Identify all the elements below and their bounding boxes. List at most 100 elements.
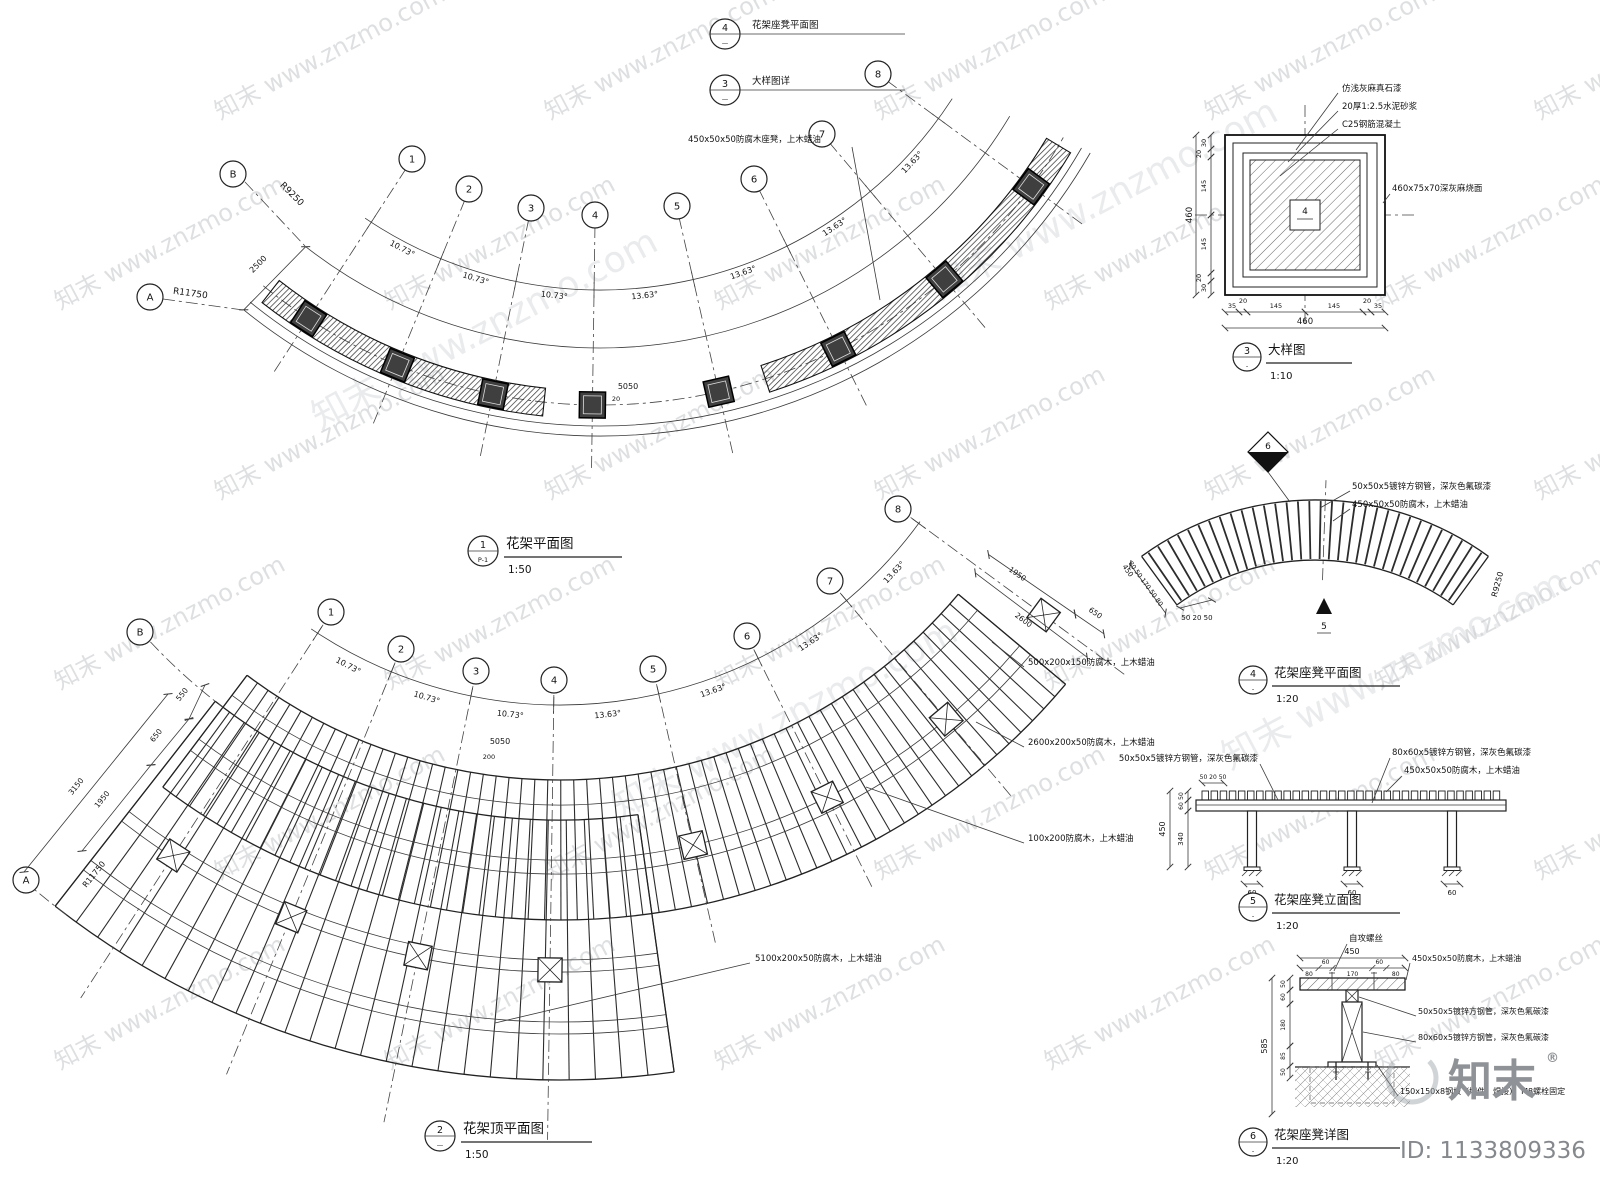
seat-rail xyxy=(1195,799,1507,812)
bench-node-detail: 自攻螺丝 450 80 60 170 60 80 50 60 180 85 50… xyxy=(1238,933,1565,1167)
svg-text:知末 www.znzmo.com: 知末 www.znzmo.com xyxy=(1530,740,1600,885)
section-line xyxy=(1322,480,1327,581)
svg-text:50x50x5镀锌方钢管，深灰色氟碳漆: 50x50x5镀锌方钢管，深灰色氟碳漆 xyxy=(1119,753,1259,764)
svg-text:340: 340 xyxy=(1177,832,1185,845)
chain-labels: 80 60 170 60 80 xyxy=(1305,959,1400,978)
brand-corner: 知末 ® ID: 1133809336 xyxy=(1385,1051,1586,1164)
footing-outline xyxy=(1309,1066,1395,1104)
concrete-edge xyxy=(1242,152,1368,278)
svg-text:知末 www.znzmo.com: 知末 www.znzmo.com xyxy=(50,170,290,315)
title-det3: 3- 大样图 1:10 xyxy=(1232,342,1352,382)
svg-text:知末 www.znzmo.com: 知末 www.znzmo.com xyxy=(1370,930,1600,1075)
svg-text:585: 585 xyxy=(1260,1038,1269,1053)
svg-text:花架座凳详图: 花架座凳详图 xyxy=(1274,1127,1349,1142)
svg-text:50x50x5镀锌方钢管，深灰色氟碳漆: 50x50x5镀锌方钢管，深灰色氟碳漆 xyxy=(1352,481,1492,492)
dim-450-label: 450 xyxy=(1344,947,1359,956)
svg-text:145: 145 xyxy=(1328,302,1340,310)
grid-bubble-6: 6 xyxy=(740,165,768,193)
svg-text:60: 60 xyxy=(1280,993,1287,1001)
left-dims: 30 20 145 145 20 30 460 xyxy=(1185,131,1215,299)
grid-bubble-B: B xyxy=(219,160,247,188)
svg-text:550: 550 xyxy=(174,686,190,703)
elev-notes: 50x50x5镀锌方钢管，深灰色氟碳漆 80x60x5镀锌方钢管，深灰色氟碳漆 … xyxy=(1119,747,1532,804)
title-det4: 4- 花架座凳平面图 1:20 xyxy=(1238,665,1400,705)
svg-text:—: — xyxy=(722,39,729,47)
svg-text:20: 20 xyxy=(1195,274,1203,282)
svg-text:P-1: P-1 xyxy=(478,556,488,564)
seat-plank-section xyxy=(1299,977,1406,991)
svg-text:5: 5 xyxy=(1250,896,1256,907)
svg-text:8: 8 xyxy=(895,505,901,516)
svg-text:4: 4 xyxy=(551,676,557,687)
grid-bubble-2: 2 xyxy=(387,635,415,663)
svg-text:-: - xyxy=(1246,362,1249,370)
svg-text:花架平面图: 花架平面图 xyxy=(506,536,574,552)
svg-text:花架顶平面图: 花架顶平面图 xyxy=(463,1121,544,1137)
grid-bubble-5: 5 xyxy=(639,655,667,683)
svg-text:100x200防腐木，上木蜡油: 100x200防腐木，上木蜡油 xyxy=(1028,833,1133,844)
svg-text:花架座凳平面图: 花架座凳平面图 xyxy=(1274,665,1362,680)
svg-text:2: 2 xyxy=(437,1125,443,1136)
svg-text:50: 50 xyxy=(1178,792,1185,800)
svg-text:8: 8 xyxy=(875,70,881,81)
asset-id: ID: 1133809336 xyxy=(1400,1138,1586,1164)
dim-20: 20 xyxy=(612,395,620,403)
svg-text:450: 450 xyxy=(1158,821,1167,836)
svg-text:170: 170 xyxy=(1347,971,1359,978)
base-plate xyxy=(1327,1061,1377,1068)
svg-text:2: 2 xyxy=(466,185,472,196)
svg-text:450x50x50防腐木，上木蜡油: 450x50x50防腐木，上木蜡油 xyxy=(1404,765,1520,776)
brand-registered-mark: ® xyxy=(1546,1051,1559,1066)
svg-text:650: 650 xyxy=(1087,605,1104,621)
svg-text:5: 5 xyxy=(650,665,656,676)
svg-text:20: 20 xyxy=(1239,297,1247,305)
svg-text:1: 1 xyxy=(480,540,486,551)
svg-text:3: 3 xyxy=(528,204,534,215)
svg-text:60: 60 xyxy=(1348,889,1357,897)
left-dims: 50 60 180 85 50 585 xyxy=(1260,974,1294,1118)
svg-text:10.73°: 10.73° xyxy=(496,709,524,721)
svg-text:10.73°: 10.73° xyxy=(462,270,490,286)
svg-text:10.73°: 10.73° xyxy=(334,656,362,676)
grid-bubble-A: A xyxy=(12,866,40,894)
svg-text:A: A xyxy=(147,293,154,304)
svg-text:3150: 3150 xyxy=(67,776,86,797)
top-dim-label: 50 20 50 xyxy=(1200,774,1227,781)
svg-text:2600x200x50防腐木，上木蜡油: 2600x200x50防腐木，上木蜡油 xyxy=(1028,737,1155,748)
svg-text:80: 80 xyxy=(1392,971,1400,978)
svg-text:450x50x50防腐木，上木蜡油: 450x50x50防腐木，上木蜡油 xyxy=(1352,499,1468,510)
grid-bubble-5: 5 xyxy=(663,192,691,220)
svg-text:460: 460 xyxy=(1185,207,1195,223)
grid-bubble-3: 3 xyxy=(462,657,490,685)
dim-arc-ticks xyxy=(312,518,926,713)
svg-text:13.63°: 13.63° xyxy=(900,149,925,175)
svg-text:知末 www.znzmo.com: 知末 www.znzmo.com xyxy=(50,930,290,1075)
bench-band-right xyxy=(760,137,1072,393)
grid-bubble-8: 8 xyxy=(884,495,912,523)
roof-edge-inner xyxy=(246,593,959,781)
svg-text:知末 www.znzmo.com: 知末 www.znzmo.com xyxy=(870,0,1110,125)
svg-text:20: 20 xyxy=(1363,297,1371,305)
svg-text:500x200x150防腐木，上木蜡油: 500x200x150防腐木，上木蜡油 xyxy=(1028,657,1155,668)
dim-50-20-50-label: 50 20 50 xyxy=(1181,614,1212,622)
dim-5050: 5050 xyxy=(490,737,510,746)
svg-text:13.63°: 13.63° xyxy=(631,290,659,302)
svg-text:仿浅灰麻真石漆: 仿浅灰麻真石漆 xyxy=(1342,83,1402,94)
dimension-arc xyxy=(364,98,953,291)
svg-text:60: 60 xyxy=(1375,959,1383,966)
roof-edge-outer xyxy=(162,683,1067,921)
svg-text:知末 www.znzmo.com: 知末 www.znzmo.com xyxy=(710,930,950,1075)
svg-text:50x50x5镀锌方钢管，深灰色氟碳漆: 50x50x5镀锌方钢管，深灰色氟碳漆 xyxy=(1418,1006,1549,1016)
legs xyxy=(1241,810,1463,877)
svg-text:35: 35 xyxy=(1374,302,1382,310)
svg-text:大样图: 大样图 xyxy=(1268,342,1306,357)
svg-text:知末 www.znzmo.com: 知末 www.znzmo.com xyxy=(1530,0,1600,125)
svg-text:1:50: 1:50 xyxy=(508,564,532,576)
svg-text:145: 145 xyxy=(1200,180,1208,192)
callout-3: 3— 大样图详 xyxy=(709,74,905,106)
pergola-roof-plan: 1 2 3 4 5 6 7 8 A B 10.73° 10.73° 10.73°… xyxy=(12,495,1155,1161)
svg-text:50: 50 xyxy=(1280,980,1287,988)
svg-text:1: 1 xyxy=(409,155,415,166)
